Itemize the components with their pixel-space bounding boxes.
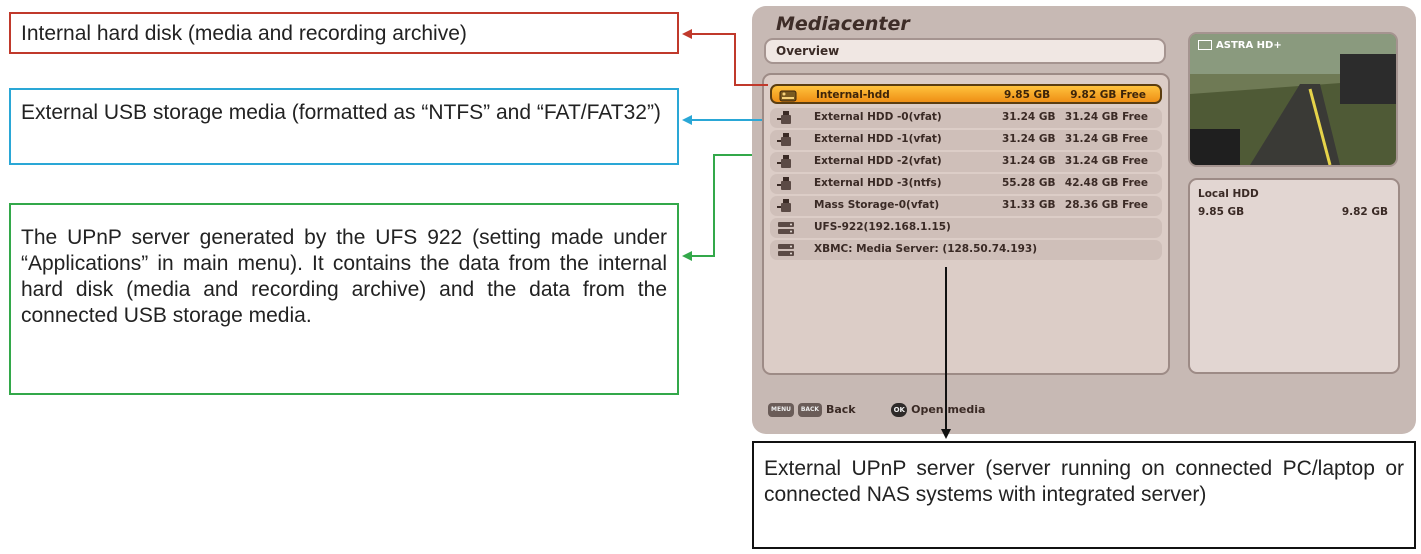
network-icon	[778, 244, 794, 256]
device-row-external-hdd-3[interactable]: External HDD -3(ntfs) 55.28 GB 42.48 GB …	[770, 174, 1162, 194]
device-free: 31.24 GB Free	[1064, 111, 1148, 123]
callout-upnp-internal: The UPnP server generated by the UFS 922…	[9, 203, 679, 395]
callout-usb-storage: External USB storage media (formatted as…	[9, 88, 679, 165]
callout-upnp-internal-text: The UPnP server generated by the UFS 922…	[21, 226, 667, 327]
callout-internal-hdd: Internal hard disk (media and recording …	[9, 12, 679, 54]
arrow-upnp-internal	[682, 154, 752, 261]
callout-upnp-external-text: External UPnP server (server running on …	[764, 457, 1404, 506]
device-row-external-hdd-1[interactable]: External HDD -1(vfat) 31.24 GB 31.24 GB …	[770, 130, 1162, 150]
device-size: 55.28 GB	[1002, 177, 1056, 189]
device-row-mass-storage-0[interactable]: Mass Storage-0(vfat) 31.33 GB 28.36 GB F…	[770, 196, 1162, 216]
ok-key[interactable]: OK	[891, 403, 908, 417]
device-size: 9.85 GB	[1004, 89, 1051, 101]
device-free: 31.24 GB Free	[1064, 133, 1148, 145]
callout-usb-storage-text: External USB storage media (formatted as…	[21, 101, 661, 124]
device-name: UFS-922(192.168.1.15)	[814, 221, 951, 233]
back-key[interactable]: BACK	[797, 403, 823, 417]
channel-preview: ASTRA HD+	[1188, 32, 1398, 167]
device-size: 31.33 GB	[1002, 199, 1056, 211]
menu-key[interactable]: MENU	[768, 403, 794, 417]
usb-icon	[777, 155, 791, 168]
device-name: External HDD -1(vfat)	[814, 133, 942, 145]
info-title: Local HDD	[1198, 188, 1259, 200]
preview-image	[1190, 34, 1396, 165]
device-name: Mass Storage-0(vfat)	[814, 199, 940, 211]
back-label: Back	[825, 403, 856, 416]
device-free: 28.36 GB Free	[1064, 199, 1148, 211]
device-row-external-hdd-2[interactable]: External HDD -2(vfat) 31.24 GB 31.24 GB …	[770, 152, 1162, 172]
device-name: External HDD -2(vfat)	[814, 155, 942, 167]
hdd-icon	[779, 90, 797, 102]
callout-upnp-external: External UPnP server (server running on …	[752, 441, 1416, 549]
storage-info-panel: Local HDD 9.85 GB 9.82 GB	[1188, 178, 1400, 374]
tv-icon	[1198, 40, 1212, 50]
usb-icon	[777, 111, 791, 124]
device-name: External HDD -3(ntfs)	[814, 177, 942, 189]
mediacenter-screen: Mediacenter Overview Internal-hdd 9.85 G…	[752, 6, 1416, 434]
tab-overview[interactable]: Overview	[764, 38, 1166, 64]
device-name: Internal-hdd	[816, 89, 890, 101]
device-row-internal-hdd[interactable]: Internal-hdd 9.85 GB 9.82 GB Free	[770, 84, 1162, 104]
network-icon	[778, 222, 794, 234]
screen-title: Mediacenter	[776, 13, 910, 35]
device-name: XBMC: Media Server: (128.50.74.193)	[814, 243, 1038, 255]
usb-icon	[777, 199, 791, 212]
info-free: 9.82 GB	[1341, 206, 1388, 218]
usb-icon	[777, 177, 791, 190]
callout-internal-hdd-text: Internal hard disk (media and recording …	[21, 22, 467, 45]
device-row-external-hdd-0[interactable]: External HDD -0(vfat) 31.24 GB 31.24 GB …	[770, 108, 1162, 128]
device-size: 31.24 GB	[1002, 111, 1056, 123]
info-size: 9.85 GB	[1198, 206, 1245, 218]
device-size: 31.24 GB	[1002, 155, 1056, 167]
device-size: 31.24 GB	[1002, 133, 1056, 145]
usb-icon	[777, 133, 791, 146]
open-media-label: Open media	[911, 403, 986, 416]
device-free: 42.48 GB Free	[1064, 177, 1148, 189]
device-row-xbmc-media-server[interactable]: XBMC: Media Server: (128.50.74.193)	[770, 240, 1162, 260]
device-name: External HDD -0(vfat)	[814, 111, 942, 123]
device-free: 9.82 GB Free	[1070, 89, 1146, 101]
arrow-internal-hdd	[682, 29, 768, 86]
footer-hints: MENU BACK Back OK Open media	[768, 403, 985, 417]
preview-channel-name: ASTRA HD+	[1216, 40, 1282, 51]
preview-channel-label: ASTRA HD+	[1198, 40, 1282, 51]
device-free: 31.24 GB Free	[1064, 155, 1148, 167]
tab-overview-label: Overview	[776, 44, 840, 58]
device-list: Internal-hdd 9.85 GB 9.82 GB Free Extern…	[762, 73, 1170, 375]
device-row-ufs-922[interactable]: UFS-922(192.168.1.15)	[770, 218, 1162, 238]
